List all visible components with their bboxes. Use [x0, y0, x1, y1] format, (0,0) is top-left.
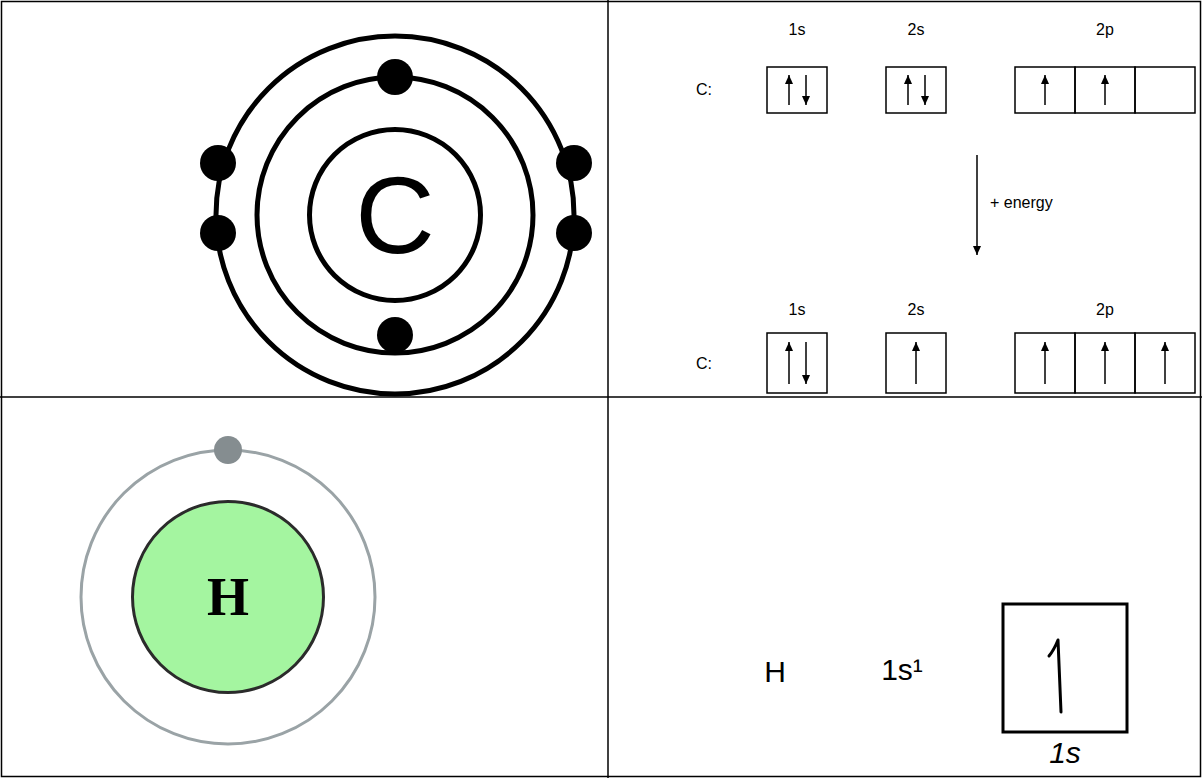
label-text: C:	[696, 355, 712, 372]
electron	[200, 145, 236, 181]
label-text: 2p	[1096, 301, 1114, 318]
orbital-box	[1075, 67, 1135, 113]
label-text: 1s	[1049, 736, 1081, 769]
label-text: 2s	[908, 301, 925, 318]
carbon-nucleus: C	[307, 127, 483, 303]
element-symbol: H	[764, 657, 786, 687]
label-text: 2s	[908, 21, 925, 38]
node-circle	[310, 130, 481, 301]
orbital-box	[1135, 67, 1195, 113]
spin-up-arrow	[788, 342, 790, 384]
element-symbol: C:	[696, 82, 712, 98]
spin-up-arrow	[1104, 75, 1106, 105]
orbital-box	[886, 67, 946, 113]
label-text: H	[764, 655, 786, 688]
orbital-box	[1015, 333, 1075, 393]
label-text: 1s	[789, 21, 806, 38]
spin-up-arrow	[788, 75, 790, 105]
orbital-label: 2p	[1096, 302, 1114, 318]
spin-down-arrow	[924, 75, 926, 105]
orbital-box	[886, 333, 946, 393]
electron	[200, 215, 236, 251]
node-label: H	[207, 570, 249, 624]
label-text: C:	[696, 81, 712, 98]
electron-configuration: 1s¹	[881, 655, 923, 685]
table-divider	[607, 0, 609, 778]
electron	[556, 215, 592, 251]
spin-down-arrow	[805, 75, 807, 105]
label-text: 1s	[789, 301, 806, 318]
electron-shell	[216, 36, 574, 394]
electron	[214, 436, 242, 464]
electron-shell	[81, 450, 375, 744]
orbital-box	[767, 67, 827, 113]
spin-up-arrow	[1104, 342, 1106, 384]
electron	[377, 317, 413, 353]
spin-up-arrow	[1164, 342, 1166, 384]
node-label: C	[355, 160, 434, 270]
spin-up-arrow	[1044, 75, 1046, 105]
hydrogen-nucleus: H	[131, 500, 325, 694]
orbital-label: 2s	[908, 302, 925, 318]
orbital-label: 1s	[789, 22, 806, 38]
electron-shell	[257, 77, 533, 353]
orbital-box	[1135, 333, 1195, 393]
element-symbol: C:	[696, 356, 712, 372]
electron	[377, 59, 413, 95]
energy-label: + energy	[990, 195, 1053, 211]
spin-up-harpoon	[1049, 640, 1061, 712]
orbital-box	[767, 333, 827, 393]
orbital-label: 2s	[908, 22, 925, 38]
orbital-label: 1s	[789, 302, 806, 318]
orbital-box	[1075, 333, 1135, 393]
label-text: 2p	[1096, 21, 1114, 38]
orbital-box	[1015, 67, 1075, 113]
spin-up-arrow	[907, 75, 909, 105]
electron	[556, 145, 592, 181]
energy-arrow	[976, 155, 978, 255]
table-divider	[0, 396, 1202, 398]
label-text: + energy	[990, 194, 1053, 211]
label-text: 1s¹	[881, 653, 923, 686]
spin-down-arrow	[805, 342, 807, 384]
spin-up-arrow	[1044, 342, 1046, 384]
orbital-box	[1003, 604, 1127, 732]
orbital-label: 1s	[1049, 738, 1081, 768]
spin-up-arrow	[915, 342, 917, 384]
orbital-label: 2p	[1096, 22, 1114, 38]
node-circle	[133, 502, 324, 693]
